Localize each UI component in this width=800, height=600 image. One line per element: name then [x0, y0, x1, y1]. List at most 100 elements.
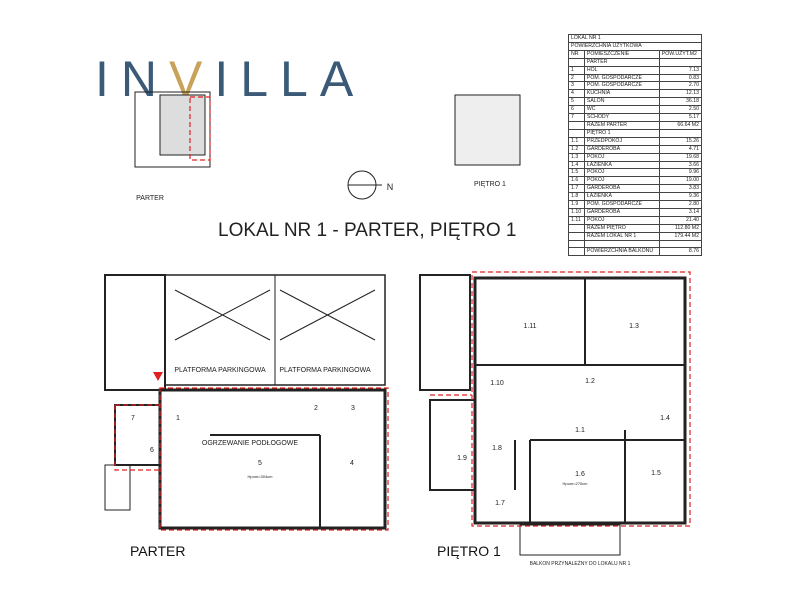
- room-number: 7: [131, 415, 135, 422]
- table-cell: 1.9: [568, 200, 585, 209]
- room-number: 1.6: [575, 471, 585, 478]
- table-cell: 2.70: [658, 81, 703, 91]
- table-cell: POKÓJ: [583, 176, 660, 186]
- table-cell: [568, 120, 585, 130]
- table-cell: [583, 239, 660, 249]
- table-cell: 3: [568, 81, 585, 91]
- parter-label: PARTER: [130, 543, 186, 559]
- table-cell: PRZEDPOKÓJ: [583, 136, 660, 146]
- room-number: 1: [176, 415, 180, 422]
- table-cell: RAZEM LOKAL NR 1: [583, 231, 660, 241]
- logo-text: ILLA: [214, 51, 366, 107]
- table-cell: 1.11: [568, 215, 585, 225]
- table-row-blank: [568, 239, 703, 249]
- platform-label: PLATFORMA PARKINGOWA: [174, 367, 266, 374]
- table-cell: [568, 57, 585, 67]
- table-cell: 9.96: [658, 168, 703, 178]
- table-cell: 4: [568, 89, 585, 99]
- section-row: PARTER: [568, 57, 703, 67]
- room-number: 1.2: [585, 378, 595, 385]
- room-number: 1.9: [457, 455, 467, 462]
- table-cell: RAZEM PARTER: [583, 120, 660, 130]
- table-cell: WC: [583, 105, 660, 115]
- table-cell: HOL: [583, 65, 660, 75]
- table-cell: 7.13: [658, 65, 703, 75]
- table-cell: 66.64 M2: [658, 120, 703, 130]
- room-number: 1.8: [492, 445, 502, 452]
- table-cell: 112.80 M2: [658, 223, 703, 233]
- table-cell: SALON: [583, 97, 660, 107]
- col-header: POMIESZCZENIE: [583, 49, 660, 59]
- table-cell: 1.7: [568, 184, 585, 194]
- room-number: 5: [258, 460, 262, 467]
- table-cell: 4.71: [658, 144, 703, 154]
- col-header: NR: [568, 49, 585, 59]
- room-number: 1.4: [660, 415, 670, 422]
- page-title: LOKAL NR 1 - PARTER, PIĘTRO 1: [218, 220, 517, 241]
- height-label: Hpom=304cm: [247, 474, 273, 479]
- table-cell: [568, 223, 585, 233]
- table-cell: 3.14: [658, 207, 703, 217]
- room-number: 1.3: [629, 323, 639, 330]
- table-cell: 9.36: [658, 192, 703, 202]
- entrance-arrow-icon: [153, 372, 163, 381]
- table-cell: 6: [568, 105, 585, 115]
- room-number: 3: [351, 405, 355, 412]
- table-cell: 7: [568, 113, 585, 122]
- table-cell: 15.26: [658, 136, 703, 146]
- table-title: LOKAL NR 1: [568, 34, 702, 43]
- table-cell: POWIERZCHNIA BALKONU: [583, 247, 660, 257]
- table-cell: [658, 57, 703, 67]
- table-cell: 19.68: [658, 152, 703, 162]
- table-cell: POM. GOSPODARCZE: [583, 200, 660, 209]
- logo: INVILLA: [95, 50, 365, 108]
- table-cell: 2.50: [658, 105, 703, 115]
- room-number: 2: [314, 405, 318, 412]
- table-cell: KUCHNIA: [583, 89, 660, 99]
- room-number: 1.1: [575, 427, 585, 434]
- table-cell: 1.1: [568, 136, 585, 146]
- table-cell: POM. GOSPODARCZE: [583, 73, 660, 83]
- table-cell: 21.40: [658, 215, 703, 225]
- table-cell: 1: [568, 65, 585, 75]
- keyplan-parter-label: PARTER: [136, 195, 164, 202]
- table-cell: GARDEROBA: [583, 184, 660, 194]
- table-cell: PIĘTRO 1: [583, 128, 660, 138]
- table-cell: GARDEROBA: [583, 144, 660, 154]
- room-number: 1.5: [651, 470, 661, 477]
- table-cell: RAZEM PIĘTRO: [583, 223, 660, 233]
- height-label: Hpom=270cm: [562, 481, 588, 486]
- table-cell: 1.4: [568, 160, 585, 170]
- north-label: N: [387, 182, 394, 192]
- section-row: PIĘTRO 1: [568, 128, 703, 138]
- table-cell: 179.44 M2: [658, 231, 703, 241]
- keyplan-pietro-label: PIĘTRO 1: [474, 181, 506, 188]
- table-cell: GARDEROBA: [583, 207, 660, 217]
- table-cell: 1.3: [568, 152, 585, 162]
- table-cell: ŁAZIENKA: [583, 160, 660, 170]
- table-cell: 5: [568, 97, 585, 107]
- table-cell: 1.10: [568, 207, 585, 217]
- table-cell: POKÓJ: [583, 152, 660, 162]
- table-cell: 36.18: [658, 97, 703, 107]
- table-cell: 12.13: [658, 89, 703, 99]
- room-number: 1.11: [523, 323, 536, 330]
- table-cell: PARTER: [583, 57, 660, 67]
- table-cell: 8.76: [658, 247, 703, 257]
- stairwell-pietro: [419, 274, 471, 391]
- table-cell: [658, 239, 703, 249]
- table-cell: [658, 128, 703, 138]
